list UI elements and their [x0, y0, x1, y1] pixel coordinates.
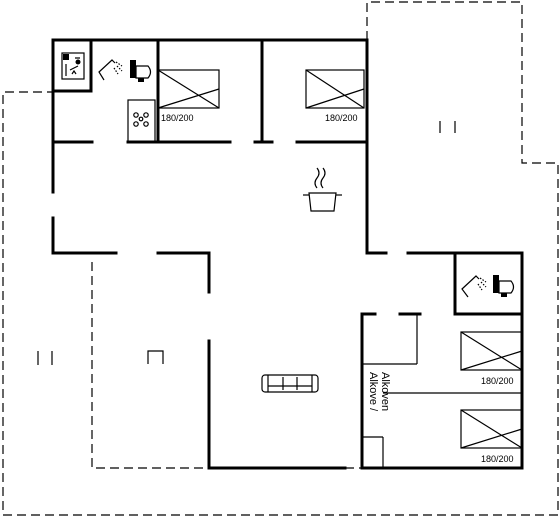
- terrace-table-icon: [147, 350, 164, 364]
- bed-label-3: 180/200: [481, 376, 514, 386]
- sofa-icon: [261, 374, 319, 393]
- shower-icon-2: [461, 275, 487, 298]
- bed-3: [460, 331, 523, 371]
- walls: [51, 38, 524, 470]
- bed-label-1: 180/200: [161, 113, 194, 123]
- stove-icon: [127, 99, 156, 143]
- bed-label-4: 180/200: [481, 454, 514, 464]
- bed-1: [157, 69, 220, 109]
- bed-2: [305, 69, 365, 109]
- bed-4: [460, 409, 523, 449]
- shower-icon: [98, 59, 123, 81]
- sauna-icon: [61, 52, 85, 80]
- alcove-label-line1: Alkove /: [367, 372, 379, 412]
- alcove-label-line2: Alkoven: [379, 372, 391, 411]
- interior-lines: [90, 40, 522, 468]
- terrace-bench-icon: [439, 121, 456, 133]
- bed-label-2: 180/200: [325, 113, 358, 123]
- cooking-pot-icon: [303, 167, 342, 212]
- alcove-label: Alkove / Alkoven: [367, 372, 391, 412]
- toilet-icon: [130, 60, 152, 82]
- terrace-bench-icon-2: [37, 351, 53, 365]
- toilet-icon-2: [493, 275, 515, 297]
